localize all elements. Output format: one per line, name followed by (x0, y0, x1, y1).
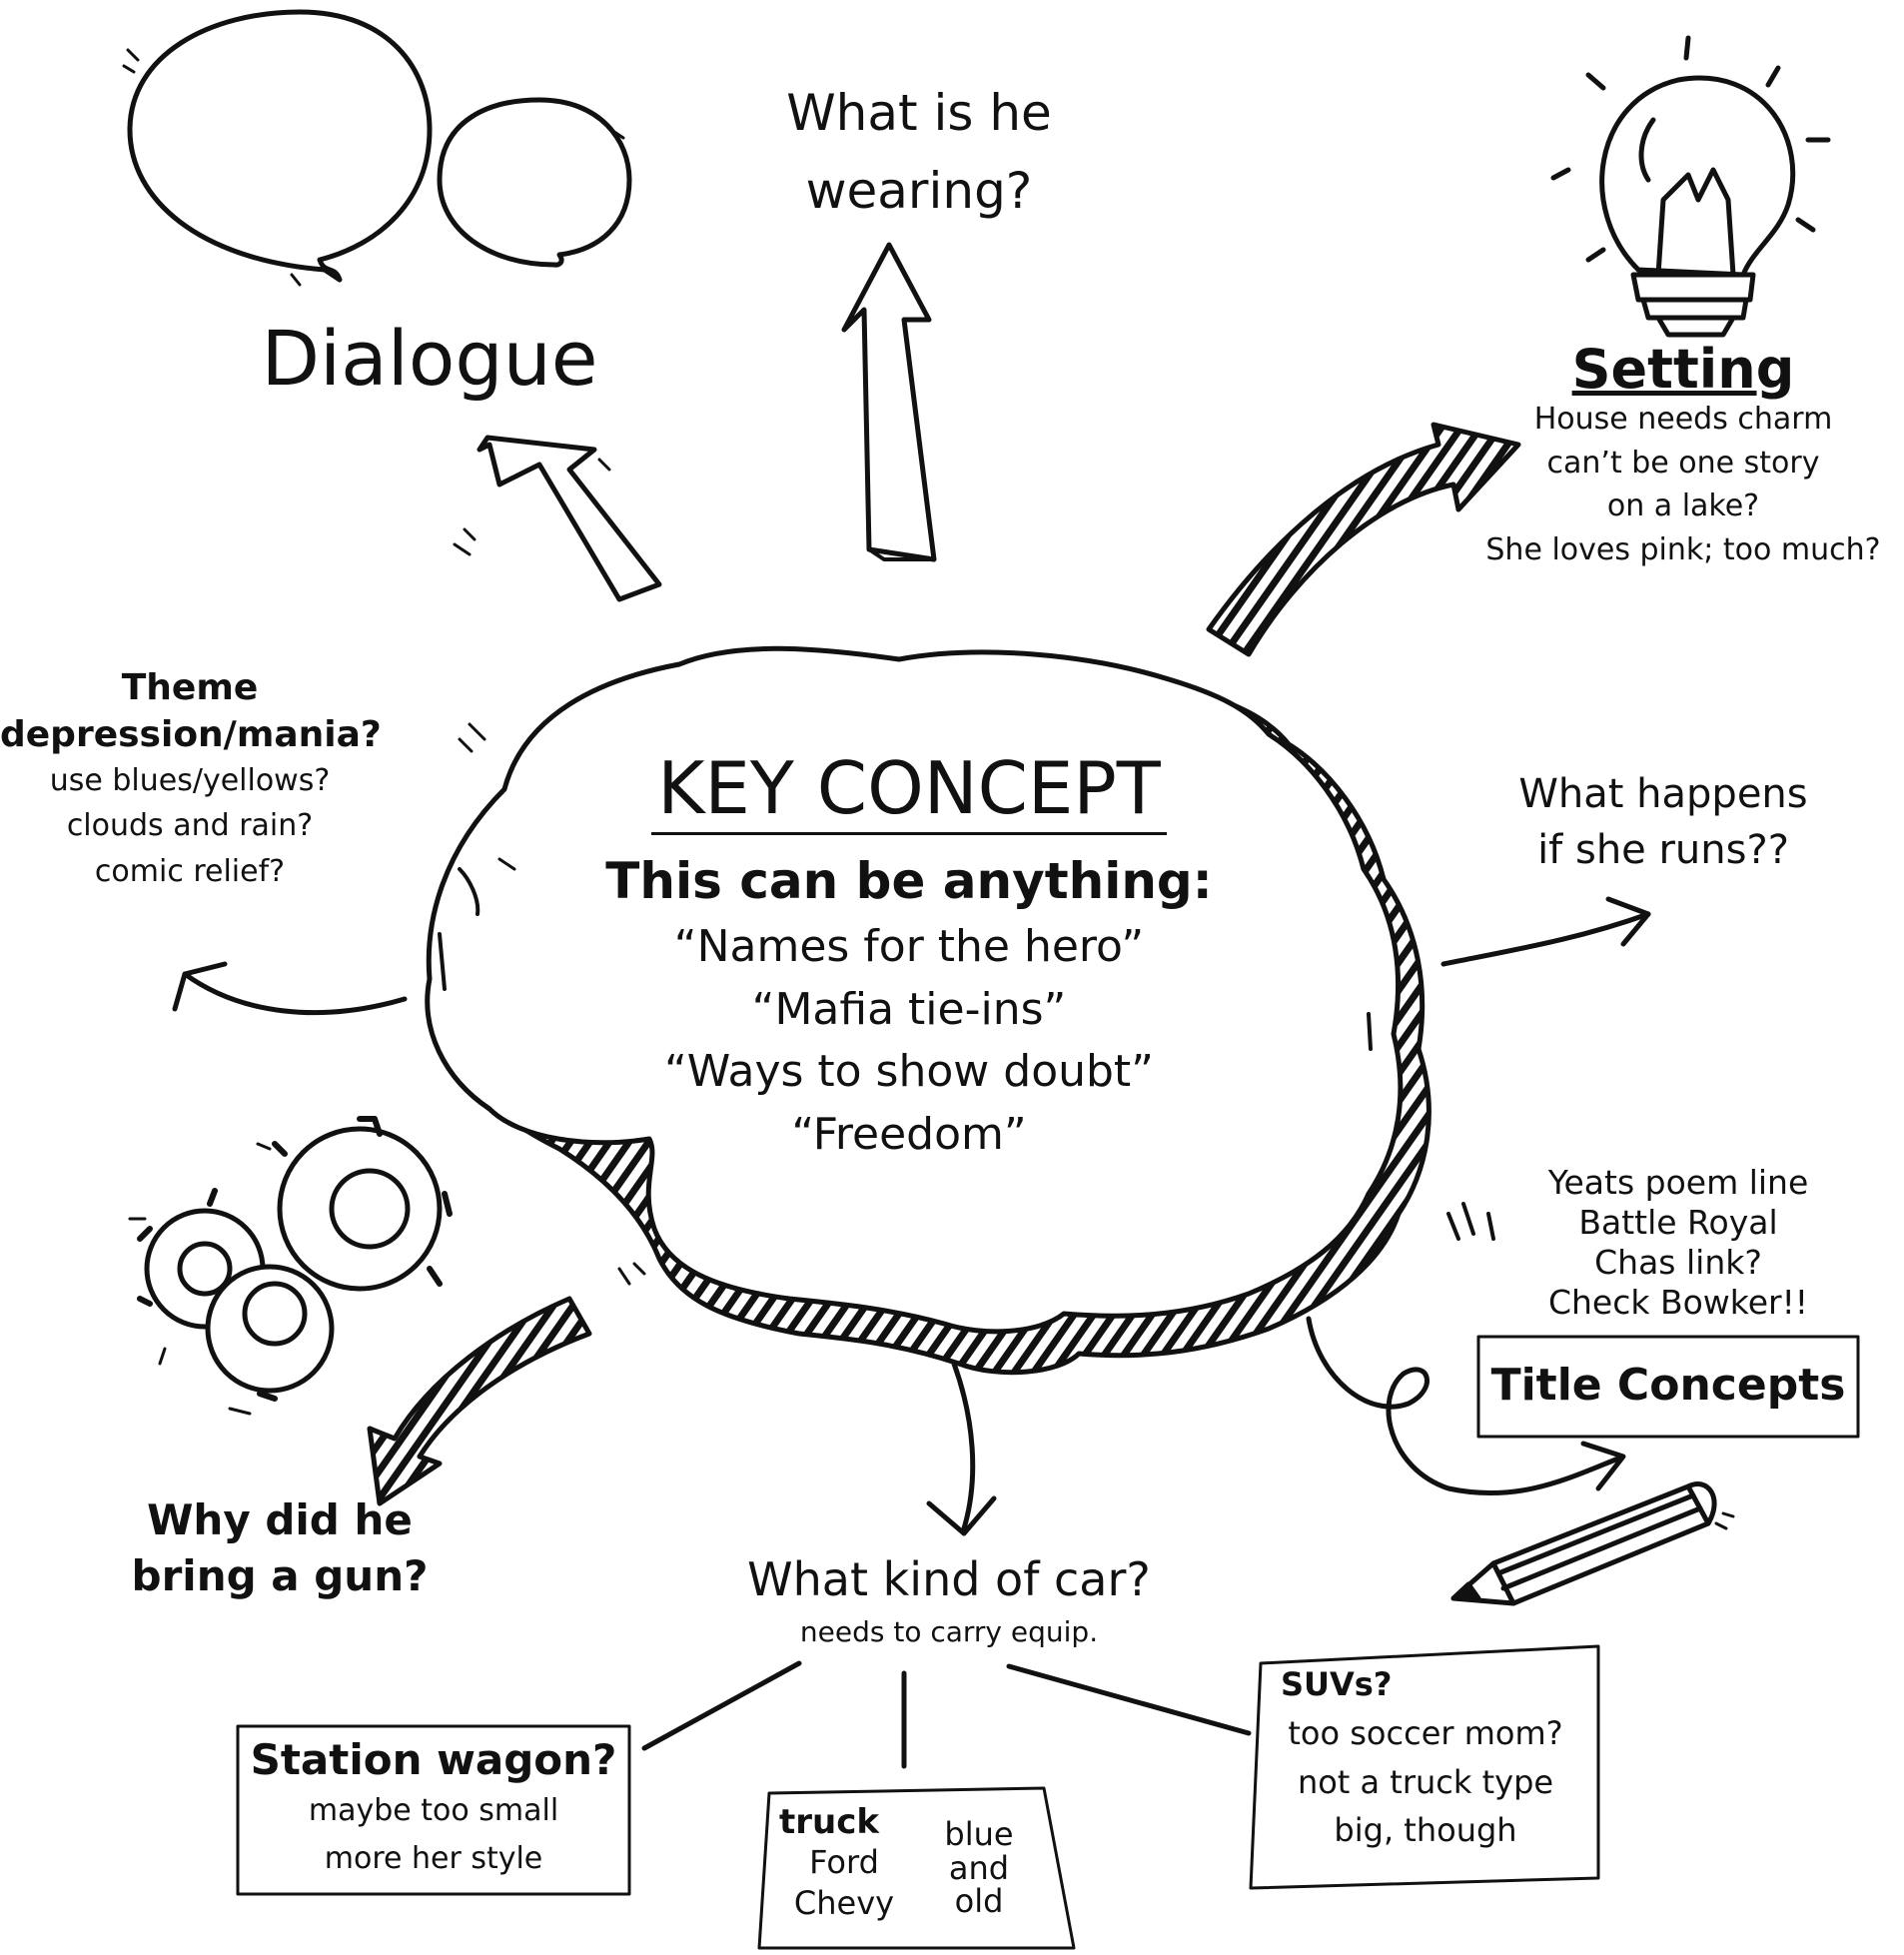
setting-note: can’t be one story (1546, 445, 1820, 481)
runs-question: What happens if she runs?? (1498, 771, 1828, 873)
suvs-note: not a truck type (1297, 1762, 1554, 1801)
truck-note: blue (944, 1815, 1014, 1853)
truck-note: and (948, 1848, 1010, 1887)
setting-note: She loves pink; too much? (1485, 531, 1881, 567)
station-wagon-note: maybe too small (308, 1793, 559, 1829)
wearing-question: What is he wearing? (739, 84, 1099, 220)
branch-to-station-wagon (641, 1660, 802, 1751)
arrow-to-theme (182, 971, 408, 1016)
suvs-box (1249, 1644, 1600, 1890)
truck-node: truck Ford Chevy (769, 1802, 919, 1922)
setting-node: Setting House needs charm can’t be one s… (1478, 340, 1888, 567)
gun-line: Why did he (147, 1495, 413, 1544)
setting-title: Setting (1571, 338, 1795, 401)
key-concept-title: KEY CONCEPT (657, 746, 1161, 830)
car-subtitle: needs to carry equip. (799, 1614, 1099, 1648)
gun-line: bring a gun? (131, 1551, 429, 1601)
light-bulb-icon (1550, 35, 1831, 338)
title-concepts-notes: Yeats poem line Battle Royal Chas link? … (1518, 1164, 1838, 1322)
theme-node: Theme depression/mania? use blues/yellow… (0, 667, 382, 889)
key-concept-example: “Names for the hero” (673, 921, 1145, 973)
arrow-to-wearing (841, 242, 937, 562)
key-concept-subtitle: This can be anything: (605, 851, 1213, 910)
theme-subtitle: depression/mania? (0, 714, 382, 756)
wearing-line: What is he (786, 84, 1052, 142)
truck-notes: blue and old (924, 1815, 1034, 1921)
truck-title: truck (779, 1802, 879, 1842)
setting-note: House needs charm (1533, 402, 1833, 438)
speech-bubbles-icon (122, 9, 632, 287)
setting-note: on a lake? (1606, 489, 1760, 524)
key-concept-example: “Mafia tie-ins” (751, 983, 1067, 1035)
arrow-to-title-concepts (1306, 1316, 1621, 1496)
pencil-icon (1450, 1481, 1735, 1606)
title-note: Yeats poem line (1547, 1163, 1809, 1202)
key-concept-example: “Ways to show doubt” (664, 1046, 1154, 1098)
car-title: What kind of car? (747, 1552, 1151, 1606)
truck-make: Ford (809, 1843, 879, 1882)
theme-title: Theme (121, 667, 259, 708)
car-node: What kind of car? needs to carry equip. (679, 1553, 1219, 1648)
arrow-to-gun (367, 1296, 592, 1506)
truck-note: old (954, 1882, 1004, 1921)
arrow-to-car (951, 1361, 976, 1531)
suvs-note: too soccer mom? (1288, 1713, 1563, 1752)
truck-box (757, 1786, 1076, 1950)
runs-line: What happens (1518, 771, 1808, 817)
arrow-to-setting (1206, 422, 1521, 657)
arrow-to-dialogue (476, 435, 662, 602)
dialogue-label: Dialogue (261, 314, 598, 403)
title-note: Battle Royal (1578, 1202, 1778, 1242)
title-note: Chas link? (1594, 1242, 1762, 1282)
runs-line: if she runs?? (1537, 827, 1789, 873)
theme-note: use blues/yellows? (49, 762, 331, 798)
title-concepts-box (1476, 1335, 1860, 1439)
truck-make: Chevy (793, 1883, 895, 1922)
gun-question: Why did he bring a gun? (100, 1495, 460, 1601)
title-note: Check Bowker!! (1547, 1282, 1809, 1322)
key-concept-node: KEY CONCEPT This can be anything: “Names… (559, 747, 1259, 1161)
brain-cloud (425, 645, 1404, 1335)
gears-icon (128, 1116, 453, 1416)
station-wagon-title: Station wagon? (250, 1735, 617, 1784)
theme-note: comic relief? (94, 853, 286, 889)
title-concepts-label: Title Concepts (1490, 1360, 1846, 1411)
suvs-note: big, though (1334, 1811, 1517, 1850)
station-wagon-node: Station wagon? maybe too small more her … (238, 1735, 629, 1876)
suvs-title: SUVs? (1281, 1665, 1393, 1703)
suvs-node: SUVs? too soccer mom? not a truck type b… (1261, 1666, 1590, 1849)
theme-note: clouds and rain? (66, 808, 314, 844)
wearing-line: wearing? (805, 161, 1033, 220)
station-wagon-box (236, 1724, 631, 1896)
branch-to-suvs (1006, 1663, 1252, 1736)
arrow-to-runs (1440, 911, 1651, 967)
key-concept-example: “Freedom” (791, 1109, 1027, 1161)
station-wagon-note: more her style (324, 1840, 543, 1876)
